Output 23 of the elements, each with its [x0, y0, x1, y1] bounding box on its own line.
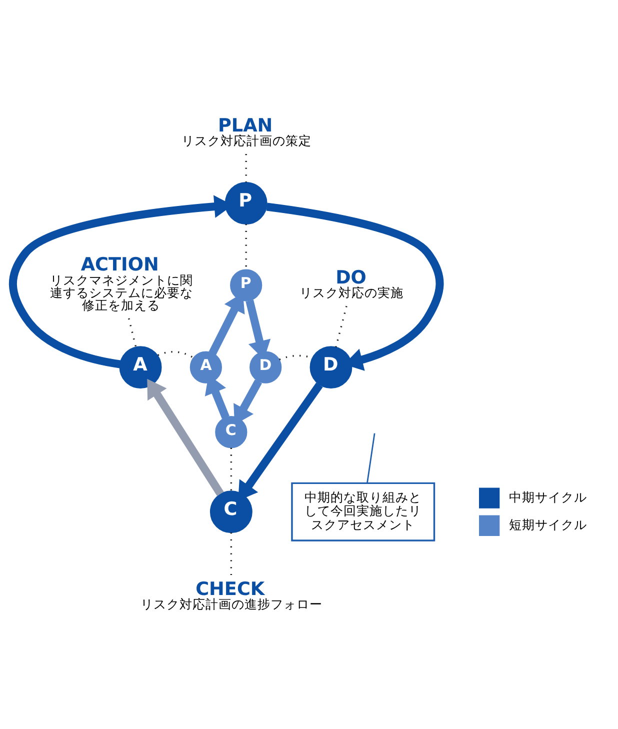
arrow	[238, 382, 323, 500]
connector	[158, 350, 194, 358]
node-text: DO リスク対応の実施	[299, 266, 404, 300]
arrow	[147, 378, 224, 496]
node-circle: A	[119, 346, 162, 388]
node-circle: A	[190, 350, 222, 383]
node-circle: C	[210, 490, 252, 533]
node-circle: D	[250, 350, 282, 383]
node-text: PLAN リスク対応計画の策定	[181, 114, 312, 148]
node-text: ACTION リスクマネジメントに関連するシステムに必要な修正を加える	[50, 254, 193, 312]
connector	[335, 305, 348, 347]
connector	[128, 318, 137, 347]
node-circle: P	[224, 182, 268, 224]
arrow	[266, 202, 444, 370]
node-circle: C	[215, 416, 248, 448]
node-text: CHECK リスク対応計画の進捗フォロー	[140, 578, 323, 612]
legend-label: 中期サイクル	[508, 488, 587, 504]
connector	[366, 432, 376, 483]
legend-label: 短期サイクル	[508, 516, 587, 532]
arrow	[246, 299, 271, 359]
node-circle: D	[310, 346, 352, 388]
node-box: 中期的な取り組みとして今回実施したリスクアセスメント	[291, 482, 436, 541]
node-circle: P	[230, 268, 262, 301]
